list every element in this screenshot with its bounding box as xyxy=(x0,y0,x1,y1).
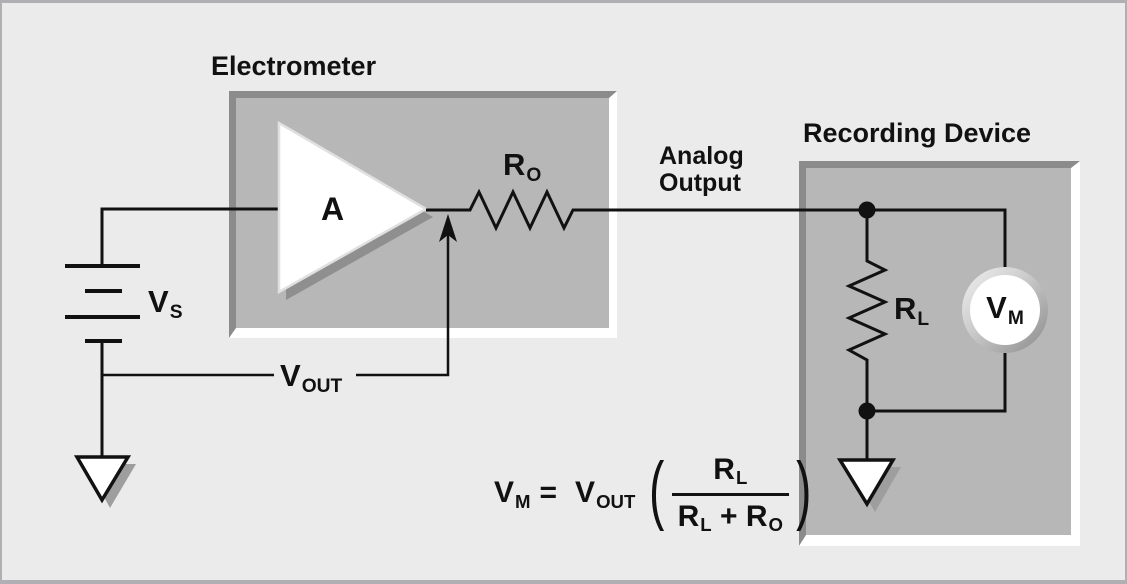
formula-close-paren: ) xyxy=(796,446,812,532)
formula-numerator: RL xyxy=(713,452,748,489)
formula-fraction: RL RL + RO xyxy=(671,452,790,535)
output-resistor-label: RO xyxy=(503,147,542,186)
ground-icon xyxy=(73,455,136,508)
electrometer-title: Electrometer xyxy=(211,51,377,81)
transfer-function-formula: VM = VOUT ( RL RL + RO ) xyxy=(494,445,816,541)
load-resistor-label: RL xyxy=(894,291,930,330)
recording-device-box xyxy=(799,161,1080,546)
formula-lhs: VM xyxy=(494,476,531,512)
meter-voltage-label: VM xyxy=(986,290,1024,329)
amplifier-gain-label: A xyxy=(321,191,345,227)
recording-device-title: Recording Device xyxy=(803,118,1032,148)
battery-icon xyxy=(65,264,140,343)
formula-coefficient: VOUT xyxy=(575,476,636,512)
formula-open-paren: ( xyxy=(649,446,665,532)
output-voltage-label: VOUT xyxy=(280,358,343,397)
analog-output-label: Analog Output xyxy=(659,142,744,197)
source-voltage-label: VS xyxy=(148,284,183,323)
formula-denominator: RL + RO xyxy=(671,492,790,535)
electrometer-box xyxy=(229,91,617,338)
formula-equals: = xyxy=(539,476,558,509)
